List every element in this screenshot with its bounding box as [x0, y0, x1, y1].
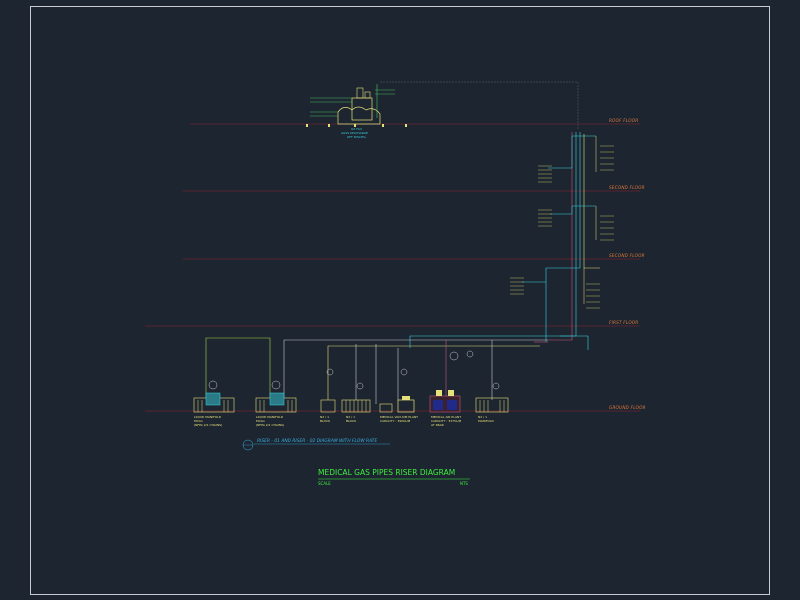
caption-manifold-1-line3: (NFPA 2/1 CHAINS): [194, 423, 222, 427]
plant-manifold-3: [475, 382, 509, 413]
caption-vacuum-line1: MEDICAL VACUUM PLANT: [380, 415, 418, 419]
caption-block-2-line2: BLOCK: [346, 419, 357, 423]
scale-value: NTS: [460, 481, 468, 486]
roof-caption-3: OFF DISCHG.: [347, 135, 367, 139]
plant-vacuum: [379, 368, 415, 413]
riser-note-marker: [242, 439, 390, 451]
caption-manifold-2-line3: (NFPA 2/1 CHAINS): [256, 423, 284, 427]
caption-manifold-1-line1: LIQUID MANIFOLD: [194, 415, 222, 419]
floor-label-second-b: SECOND FLOOR: [609, 253, 645, 258]
floor-branch-ticks: [510, 145, 614, 309]
plant-medical-air: [429, 350, 474, 413]
floor-branch-upper: [522, 135, 597, 304]
riser-note: RISER - 01 AND RISER - 02 DIAGRAM WITH F…: [257, 438, 377, 444]
caption-manifold-1-line2: MCG1: [194, 419, 203, 423]
caption-manifold-3-line1: N2 / 1: [478, 415, 487, 419]
plant-cylinder-block-2: [341, 382, 371, 413]
caption-manifold-2-line2: MCG1: [256, 419, 265, 423]
caption-air-line1: MEDICAL AIR PLANT: [431, 415, 461, 419]
caption-manifold-2-line1: LIQUID MANIFOLD: [256, 415, 284, 419]
roof-caption-1: O2 FLO: [351, 127, 363, 131]
caption-block-2-line1: N2 / 1: [346, 415, 355, 419]
caption-vacuum-line2: CAPACITY : 3900L/M: [380, 419, 411, 423]
floor-label-roof: ROOF FLOOR: [609, 118, 638, 123]
plant-manifold-2: [255, 380, 297, 413]
caption-block-1-line2: BLOCK: [320, 419, 331, 423]
scale-label: SCALE: [318, 481, 331, 486]
plant-cylinder-block-1: [320, 368, 336, 413]
floor-label-first: FIRST FLOOR: [609, 320, 638, 325]
floor-label-second-a: SECOND FLOOR: [609, 185, 645, 190]
floor-lines: [145, 123, 640, 412]
main-title: MEDICAL GAS PIPES RISER DIAGRAM: [318, 468, 455, 477]
plant-manifold-1: [193, 380, 235, 413]
drawing-border: [30, 6, 770, 595]
roof-equipment: [306, 81, 579, 130]
roof-caption-2: AGSS DISCHARGE: [341, 131, 368, 135]
ground-header-pipes: [205, 335, 548, 404]
caption-manifold-3-line2: MANIFOLD: [478, 419, 495, 423]
main-risers: [534, 132, 600, 350]
floor-label-ground: GROUND FLOOR: [609, 405, 646, 410]
caption-air-line3: AT 4BAR: [431, 423, 444, 427]
caption-block-1-line1: N2 / 1: [320, 415, 329, 419]
caption-air-line2: CAPACITY : 3375L/M: [431, 419, 462, 423]
